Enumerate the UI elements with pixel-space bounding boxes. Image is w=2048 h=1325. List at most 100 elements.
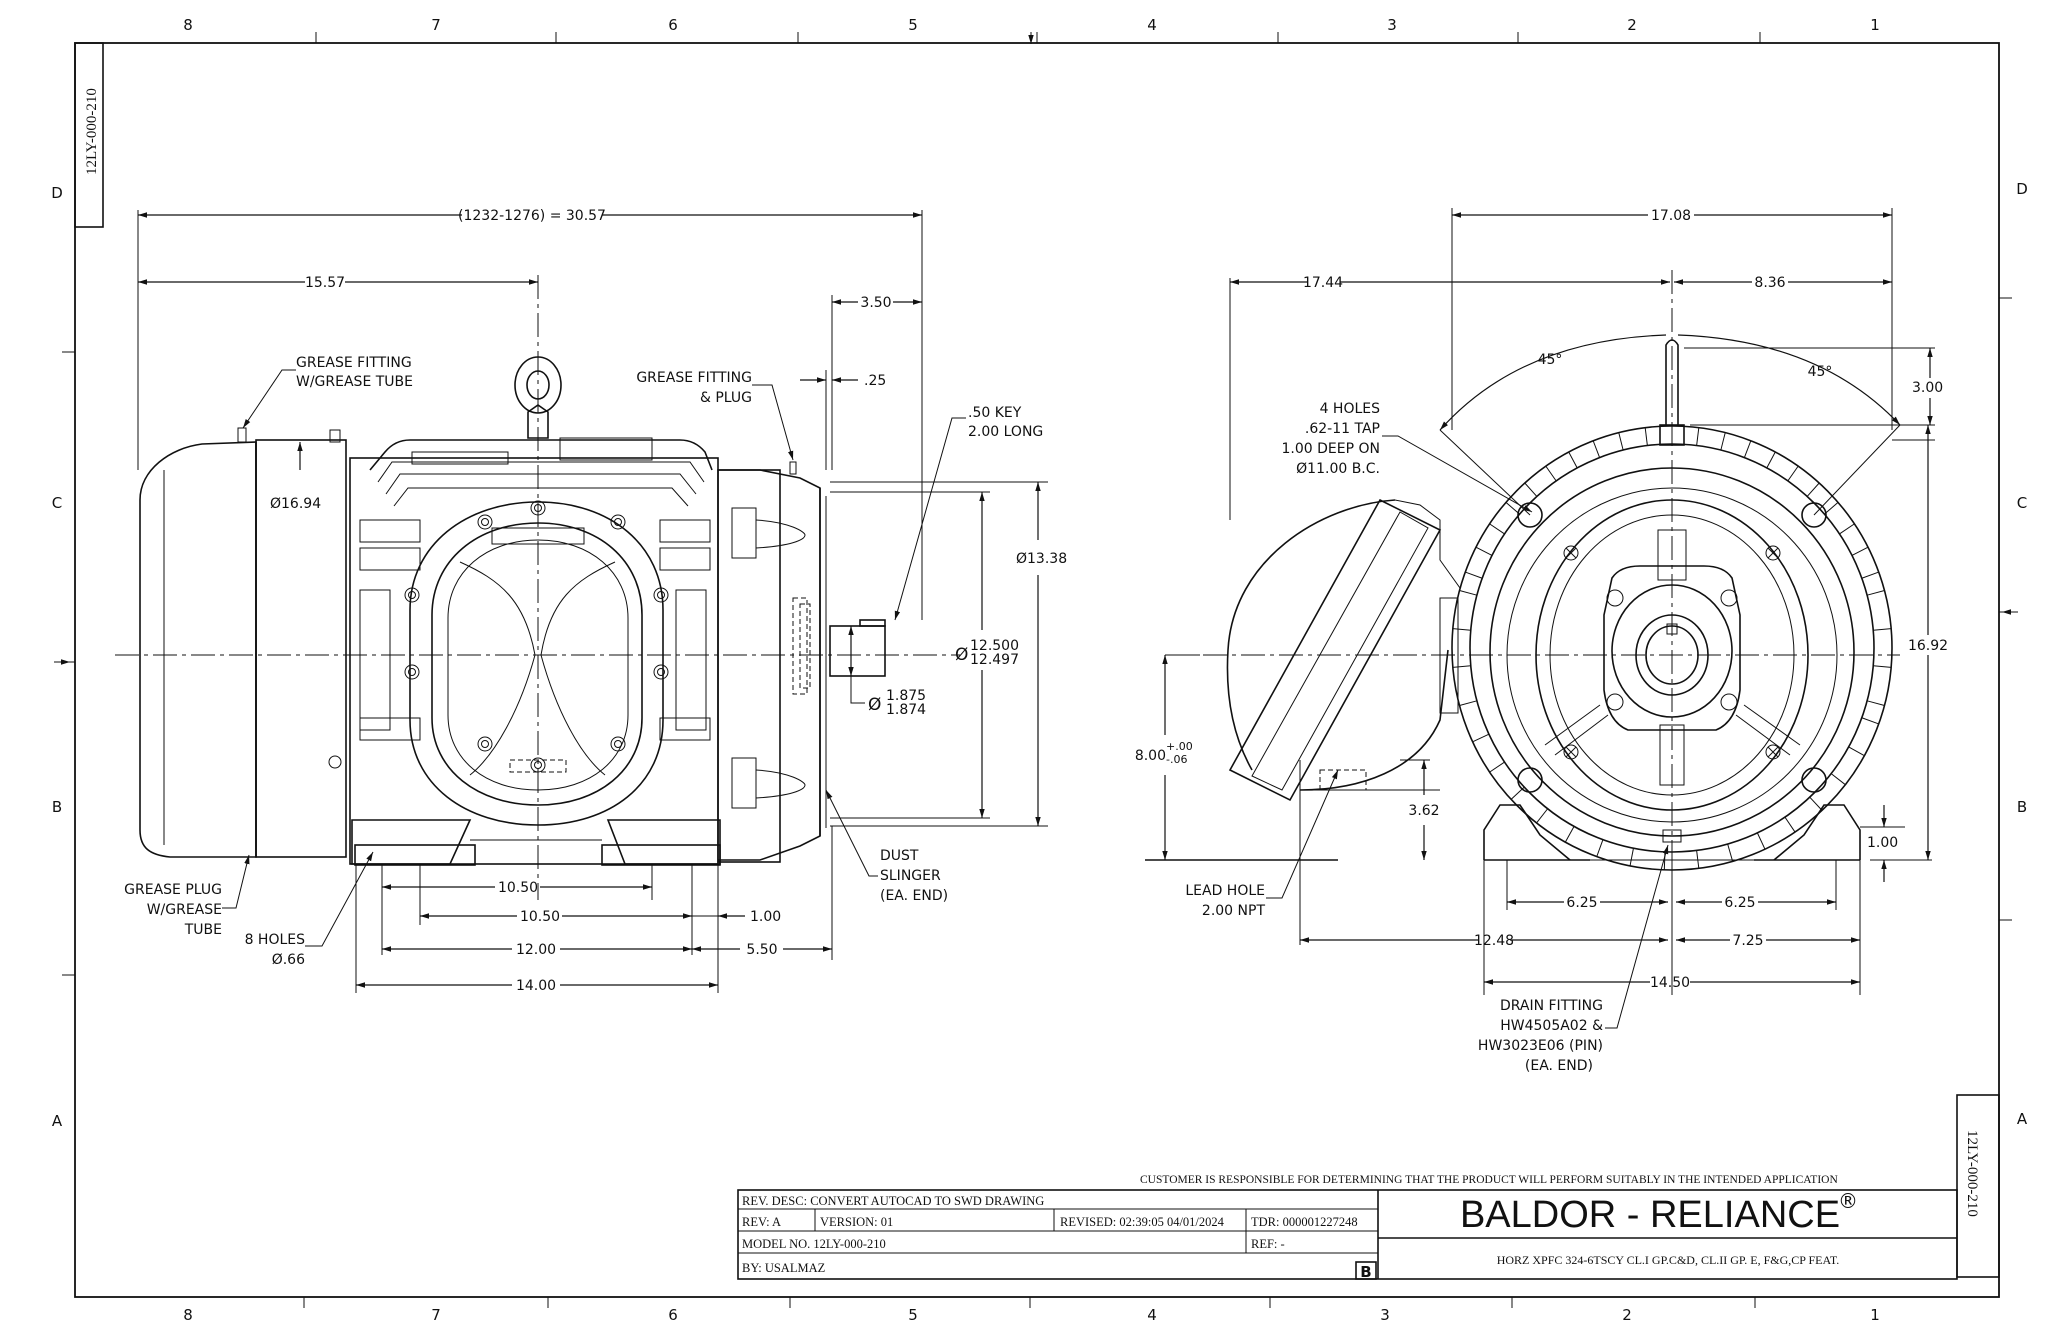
dim-shaft-upper: 1.875 <box>886 688 926 704</box>
fin-tick <box>1766 451 1776 469</box>
grid-row-label: C <box>52 494 62 512</box>
callout-tap-holes-4: Ø11.00 B.C. <box>1296 461 1380 477</box>
callout-drain-fitting-2: HW4505A02 & <box>1500 1018 1603 1034</box>
cover-bolts <box>404 500 669 773</box>
callout-grease-fitting-plug-2: & PLUG <box>700 390 752 406</box>
side-view-callouts: GREASE FITTING W/GREASE TUBE GREASE FITT… <box>124 355 1043 968</box>
fin-tick <box>1720 432 1726 451</box>
fin-tick <box>1696 850 1700 869</box>
dim-angle-right: 45° <box>1808 364 1833 380</box>
callout-tap-holes-1: 4 HOLES <box>1320 401 1381 417</box>
grid-row-label: D <box>51 184 63 202</box>
callout-drain-fitting-4: (EA. END) <box>1525 1058 1593 1074</box>
revised: REVISED: 02:39:05 04/01/2024 <box>1060 1215 1225 1229</box>
dim-pilot-lower: 12.497 <box>970 652 1019 668</box>
grid-row-label: B <box>2017 798 2027 816</box>
fin-tick <box>1629 848 1634 867</box>
drawing-number: 12LY-000-210 <box>84 88 100 175</box>
fin-tick <box>1592 440 1601 458</box>
fin-tick <box>1806 482 1820 497</box>
rev: REV: A <box>742 1215 781 1229</box>
fin-tick <box>1866 590 1885 596</box>
dim-mount-a: 10.50 <box>498 880 538 896</box>
fin-tick <box>1851 546 1869 556</box>
dim-lead-hole-height: 3.62 <box>1408 803 1439 819</box>
fin-tick <box>1452 665 1471 668</box>
fin-tick <box>1459 590 1478 596</box>
grid-labels-rows: D C B A D C B A <box>51 180 2028 1130</box>
tdr: TDR: 000001227248 <box>1251 1215 1358 1229</box>
callout-holes-1: 8 HOLES <box>245 932 306 948</box>
dim-shaft-offset: 5.50 <box>746 942 777 958</box>
dim-mount-c: 12.00 <box>516 942 556 958</box>
disclaimer: CUSTOMER IS RESPONSIBLE FOR DETERMINING … <box>1140 1174 1838 1186</box>
grid-col-label: 3 <box>1387 16 1397 34</box>
motor-shaft <box>829 625 886 677</box>
ref: REF: - <box>1251 1237 1285 1251</box>
grid-row-label: A <box>52 1112 63 1130</box>
grid-col-label: 4 <box>1147 16 1157 34</box>
dim-foot-half-left: 6.25 <box>1566 895 1597 911</box>
motor-end-view <box>1165 270 1900 900</box>
callout-tap-holes-2: .62-11 TAP <box>1305 421 1380 437</box>
fin-tick <box>1596 839 1604 857</box>
grid-col-label: 2 <box>1622 1306 1632 1324</box>
grid-labels-bottom: 8 7 6 5 4 3 2 1 <box>183 1306 1880 1324</box>
grid-row-label: A <box>2017 1110 2028 1128</box>
grid-row-label: C <box>2017 494 2027 512</box>
callout-drain-fitting-1: DRAIN FITTING <box>1500 998 1603 1014</box>
callout-grease-fitting-tube-1: GREASE FITTING <box>296 355 412 371</box>
dim-shaft-lower: 1.874 <box>886 702 926 718</box>
dim-foot-height: 1.00 <box>1867 835 1898 851</box>
fin-tick <box>1784 816 1796 833</box>
dim-overall-length: (1232-1276) = 30.57 <box>458 208 606 224</box>
grid-row-label: B <box>52 798 62 816</box>
fin-tick <box>1866 700 1885 706</box>
dim-overall-width: 17.08 <box>1651 208 1691 224</box>
shaft-key <box>859 619 886 627</box>
callout-key-2: 2.00 LONG <box>968 424 1043 440</box>
dim-box-offset: 12.48 <box>1474 933 1514 949</box>
dim-base-length: 14.00 <box>516 978 556 994</box>
drawing-number-tab-bottom-right: 12LY-000-210 <box>1956 1094 2000 1278</box>
frame-fin-ticks <box>1452 426 1892 870</box>
fin-tick <box>1839 523 1855 535</box>
grid-col-label: 7 <box>431 1306 441 1324</box>
lifting-eye <box>514 356 562 439</box>
callout-dust-slinger-1: DUST <box>880 848 919 864</box>
dim-to-lifting-eye: 15.57 <box>305 275 345 291</box>
motor-side-view <box>115 275 960 900</box>
dim-eye-height: 3.00 <box>1912 380 1943 396</box>
grid-labels-top: 8 7 6 5 4 3 2 1 <box>183 16 1880 34</box>
drain-fitting <box>1662 829 1682 843</box>
conduit-box-end <box>1226 498 1461 802</box>
dim-flange-diameter: Ø13.38 <box>1016 551 1067 567</box>
callout-dust-slinger-2: SLINGER <box>880 868 941 884</box>
fin-tick <box>1743 440 1752 458</box>
drawing-number: 12LY-000-210 <box>1964 1130 1980 1217</box>
fin-tick <box>1861 571 1879 579</box>
callout-lead-hole-2: 2.00 NPT <box>1202 903 1266 919</box>
fin-tick <box>1727 843 1734 862</box>
dim-shaft-height-tol-plus: +.00 <box>1166 740 1193 753</box>
fin-tick <box>1824 501 1839 515</box>
fin-tick <box>1489 523 1505 535</box>
callout-grease-fitting-plug-1: GREASE FITTING <box>636 370 752 386</box>
callout-dust-slinger-3: (EA. END) <box>880 888 948 904</box>
dim-mount-b: 10.50 <box>520 909 560 925</box>
callout-lead-hole-1: LEAD HOLE <box>1185 883 1265 899</box>
fin-tick <box>1489 761 1505 773</box>
fin-tick <box>1787 465 1799 482</box>
grid-col-label: 7 <box>431 16 441 34</box>
tap-holes <box>1517 502 1827 793</box>
title-block: CUSTOMER IS RESPONSIBLE FOR DETERMINING … <box>737 1174 1958 1281</box>
dim-to-conduit-box: 17.44 <box>1303 275 1343 291</box>
dim-half-width: 8.36 <box>1754 275 1785 291</box>
grid-col-label: 3 <box>1380 1306 1390 1324</box>
svg-text:Ø: Ø <box>955 645 968 665</box>
fin-tick <box>1465 571 1483 579</box>
end-view-dimensions: 17.08 17.44 8.36 45° 45° 3.00 16.92 <box>1135 208 1948 995</box>
conduit-box-cover <box>404 500 669 826</box>
callout-holes-2: Ø.66 <box>272 952 305 968</box>
